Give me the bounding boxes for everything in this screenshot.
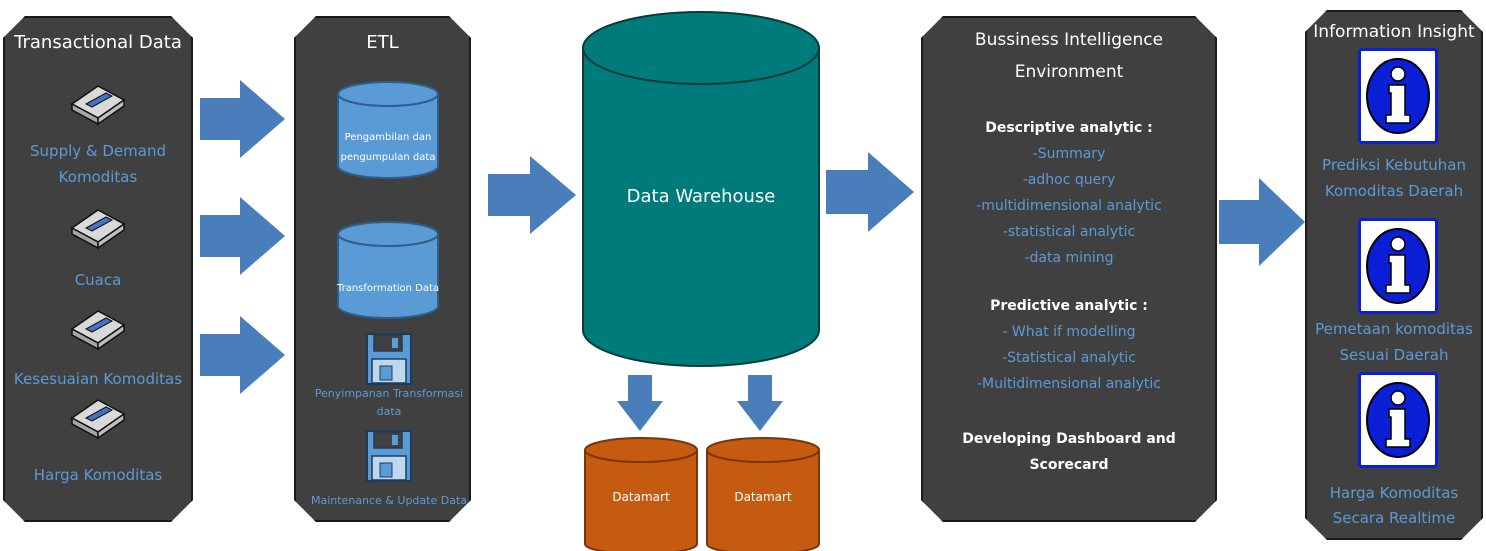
predictive-item: -Multidimensional analytic xyxy=(977,376,1161,392)
information-insight-title: Information Insight xyxy=(1313,22,1475,42)
insight-item-line1: Pemetaan komoditas xyxy=(1315,320,1473,338)
info-icon xyxy=(1366,382,1430,458)
descriptive-item: -adhoc query xyxy=(1022,172,1116,188)
arrow-right-icon xyxy=(488,156,576,234)
data-warehouse-cylinder xyxy=(582,11,820,367)
dashboard-heading-line2: Scorecard xyxy=(1029,457,1109,473)
etl-title: ETL xyxy=(366,32,399,53)
insight-item-line2: Sesuai Daerah xyxy=(1339,346,1449,364)
info-tile xyxy=(1358,372,1438,468)
predictive-heading: Predictive analytic : xyxy=(990,298,1148,314)
drive-icon xyxy=(70,209,126,250)
floppy-disk-icon xyxy=(366,333,412,385)
datamart-cylinder xyxy=(584,437,698,551)
info-icon xyxy=(1366,58,1430,134)
descriptive-item: -statistical analytic xyxy=(1002,224,1136,240)
dashboard-heading-line1: Developing Dashboard and xyxy=(962,431,1176,447)
insight-item-line1: Prediksi Kebutuhan xyxy=(1322,156,1466,174)
insight-item-line1: Harga Komoditas xyxy=(1329,484,1459,502)
drive-icon xyxy=(70,310,126,351)
transactional-data-title: Transactional Data xyxy=(14,32,182,53)
transactional-item-kesesuaian: Kesesuaian Komoditas xyxy=(13,370,183,388)
bi-environment-panel: Bussiness Intelligence Environment Descr… xyxy=(921,16,1217,522)
arrow-down-icon xyxy=(617,375,663,431)
data-warehouse-label: Data Warehouse xyxy=(626,186,776,207)
etl-db2-label: Transformation Data xyxy=(336,283,440,294)
arrow-right-icon xyxy=(200,197,285,275)
descriptive-item: -multidimensional analytic xyxy=(976,198,1162,214)
predictive-item: - What if modelling xyxy=(1002,324,1136,340)
arrow-right-icon xyxy=(1219,178,1305,266)
descriptive-item: -Summary xyxy=(1032,146,1106,162)
floppy-disk-icon xyxy=(366,430,412,482)
bi-title-line1: Bussiness Intelligence xyxy=(974,30,1164,50)
datamart-label: Datamart xyxy=(734,490,792,504)
insight-item-line2: Secara Realtime xyxy=(1332,509,1456,527)
database-icon xyxy=(337,221,439,319)
arrow-right-icon xyxy=(200,316,285,394)
transactional-item-komoditas: Komoditas xyxy=(58,168,138,186)
etl-disk1-line2: data xyxy=(376,405,402,418)
transactional-item-cuaca: Cuaca xyxy=(74,271,122,289)
predictive-item: -Statistical analytic xyxy=(1002,350,1136,366)
info-tile xyxy=(1358,218,1438,314)
info-tile xyxy=(1358,48,1438,144)
insight-item-line2: Komoditas Daerah xyxy=(1324,182,1464,200)
datamart-cylinder xyxy=(706,437,820,551)
descriptive-heading: Descriptive analytic : xyxy=(985,120,1153,136)
etl-disk2-label: Maintenance & Update Data xyxy=(310,494,467,507)
etl-db1-line2: pengumpulan data xyxy=(340,152,436,163)
drive-icon xyxy=(70,85,126,126)
arrow-right-icon xyxy=(826,152,914,232)
bi-title-line2: Environment xyxy=(1014,62,1124,82)
datamart-label: Datamart xyxy=(612,490,670,504)
etl-disk1-line1: Penyimpanan Transformasi xyxy=(314,387,464,400)
arrow-down-icon xyxy=(737,375,783,431)
info-icon xyxy=(1366,228,1430,304)
drive-icon xyxy=(70,399,126,440)
descriptive-item: -data mining xyxy=(1024,250,1114,266)
arrow-right-icon xyxy=(200,80,285,158)
transactional-item-supply: Supply & Demand xyxy=(30,142,166,160)
transactional-item-harga: Harga Komoditas xyxy=(33,466,163,484)
database-icon xyxy=(337,81,439,179)
etl-db1-line1: Pengambilan dan xyxy=(344,132,432,143)
